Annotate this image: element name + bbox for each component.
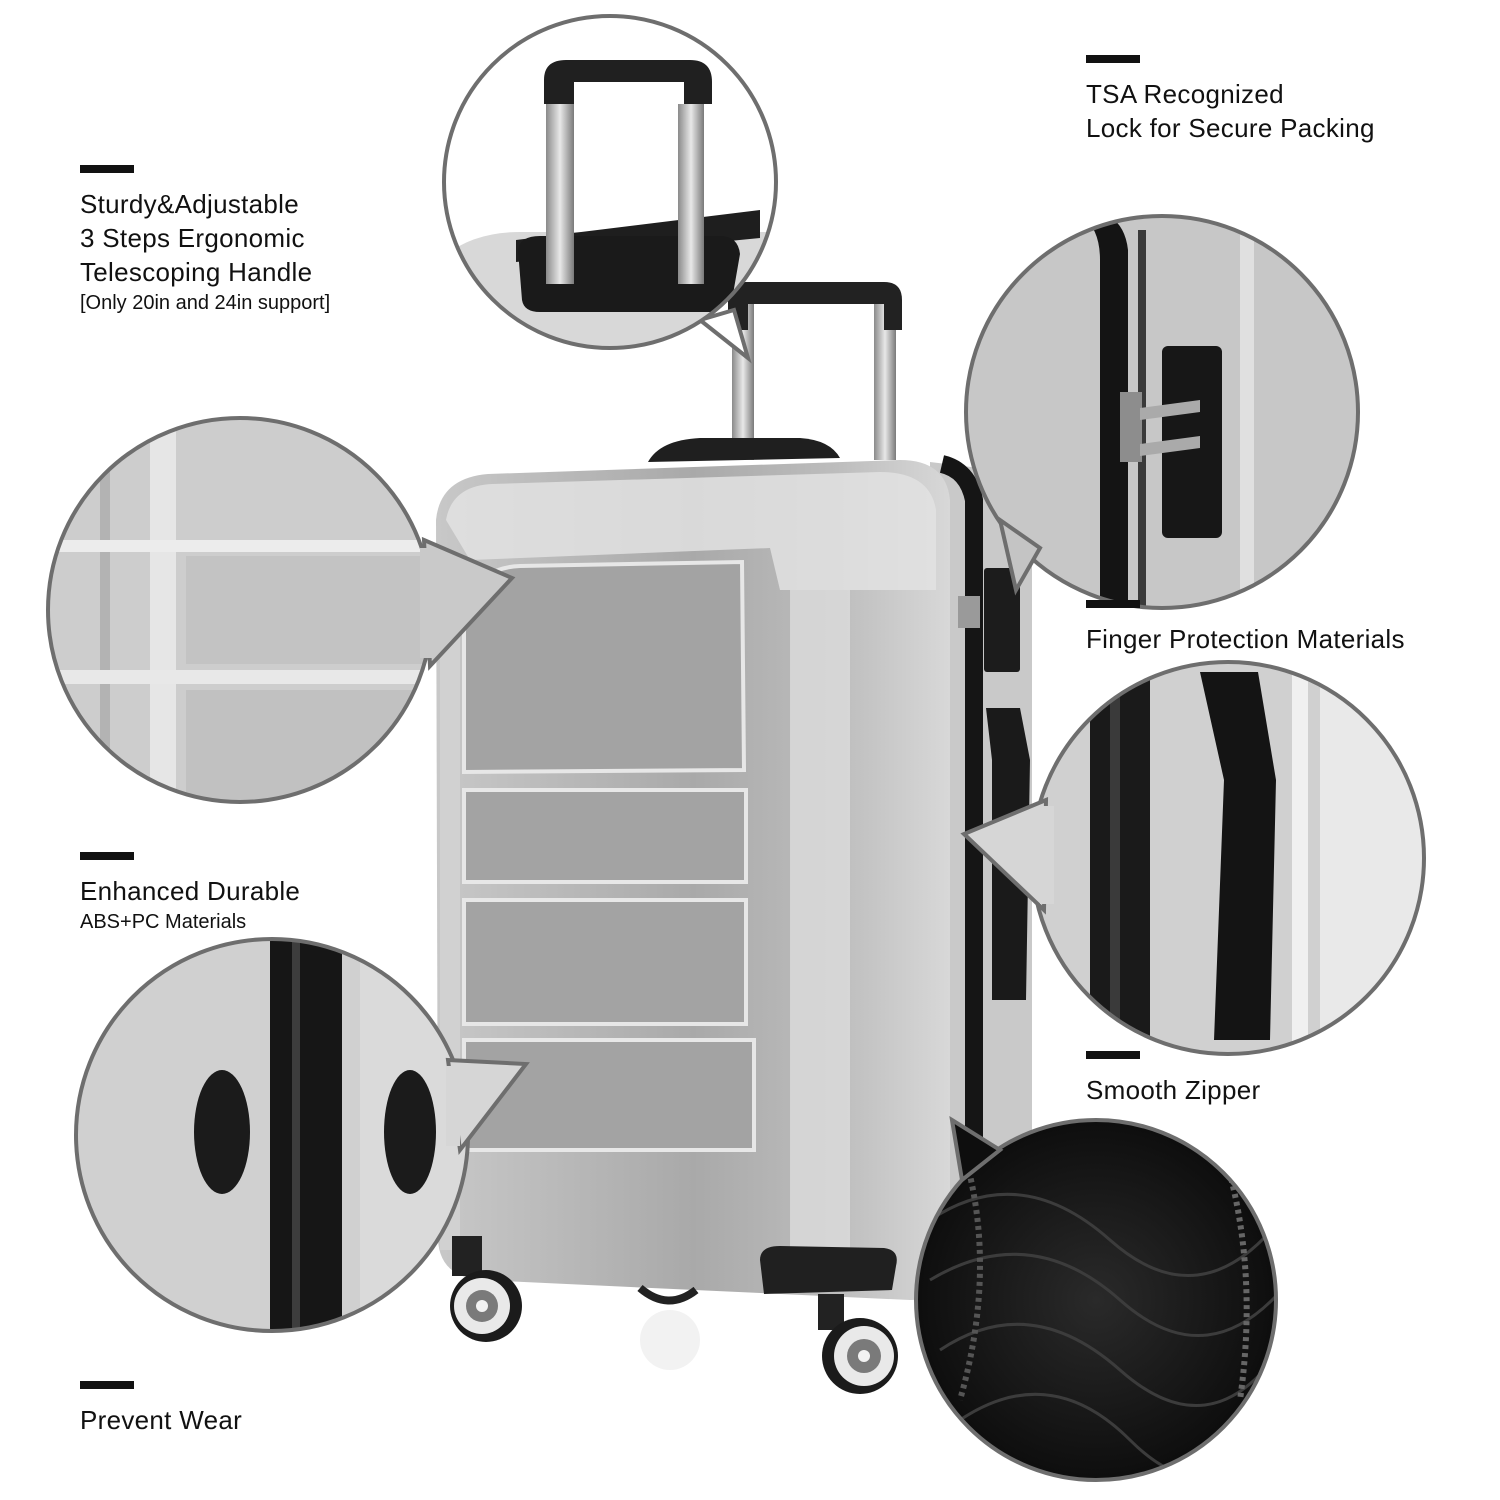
- label-accent-bar: [80, 1381, 134, 1389]
- spinner-wheels: [450, 1236, 898, 1394]
- feature-durable-title: Enhanced Durable: [80, 876, 301, 906]
- label-accent-bar: [80, 852, 134, 860]
- feature-lock-line-2: Lock for Secure Packing: [1086, 113, 1375, 143]
- feature-handle: Sturdy&Adjustable 3 Steps Ergonomic Tele…: [80, 165, 330, 317]
- feature-handle-line-2: 3 Steps Ergonomic: [80, 223, 305, 253]
- feature-durable: Enhanced Durable ABS+PC Materials: [80, 852, 300, 936]
- suitcase: [436, 282, 1032, 1394]
- label-accent-bar: [1086, 1051, 1140, 1059]
- feature-finger-title: Finger Protection Materials: [1086, 624, 1405, 654]
- feature-handle-note: [Only 20in and 24in support]: [80, 292, 331, 314]
- label-accent-bar: [80, 165, 134, 173]
- feature-durable-sub: ABS+PC Materials: [80, 911, 247, 933]
- feature-handle-line-1: Sturdy&Adjustable: [80, 189, 300, 219]
- feature-finger-protection: Finger Protection Materials: [1086, 600, 1405, 656]
- callout-zipper: [914, 1115, 1278, 1482]
- label-accent-bar: [1086, 600, 1140, 608]
- callout-lock: [964, 214, 1360, 610]
- feature-zipper-title: Smooth Zipper: [1086, 1075, 1261, 1105]
- feature-handle-line-3: Telescoping Handle: [80, 257, 313, 287]
- feature-lock: TSA Recognized Lock for Secure Packing: [1086, 55, 1375, 145]
- callout-shell: [46, 416, 516, 804]
- feature-zipper: Smooth Zipper: [1086, 1051, 1260, 1107]
- feature-wear-title: Prevent Wear: [80, 1405, 243, 1435]
- label-accent-bar: [1086, 55, 1140, 63]
- feature-prevent-wear: Prevent Wear: [80, 1381, 242, 1437]
- callout-finger-protection: [960, 660, 1426, 1056]
- callout-prevent-wear: [74, 937, 530, 1333]
- feature-lock-line-1: TSA Recognized: [1086, 79, 1284, 109]
